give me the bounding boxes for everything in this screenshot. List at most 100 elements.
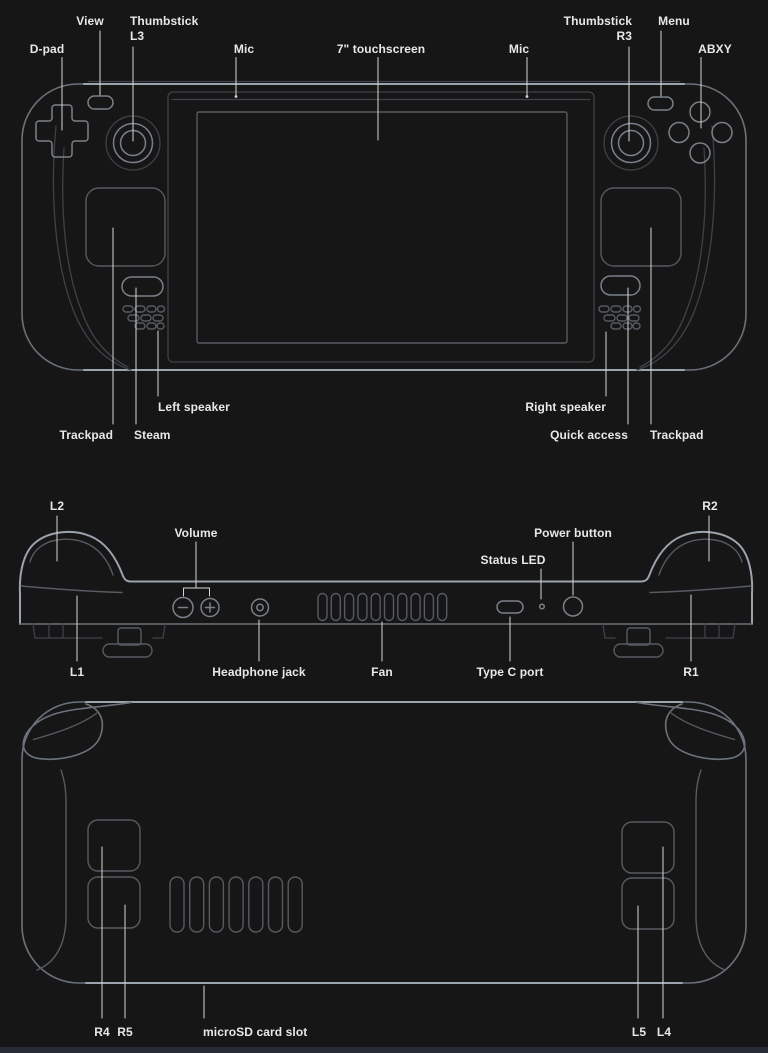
back-vents	[169, 876, 303, 933]
power-button-shape	[562, 596, 584, 617]
speaker-slot	[598, 305, 610, 313]
callout-label-r1: R1	[683, 665, 699, 679]
callout-label-l4: L4	[656, 1025, 672, 1039]
front-view-controls	[35, 95, 733, 330]
callout-label-power-button: Power button	[534, 526, 612, 540]
steam-button-shape	[121, 276, 164, 297]
stick-cap	[102, 643, 153, 658]
callout-label-l1: L1	[69, 665, 85, 679]
callout-label-r2: R2	[702, 499, 718, 513]
speaker-slot	[146, 322, 157, 330]
volume-down-button	[172, 596, 194, 619]
speaker-slot	[628, 314, 640, 322]
thumbstick-l3-line2: L3	[130, 29, 145, 43]
callout-label-status-led: Status LED	[480, 553, 546, 567]
callout-label-right-speaker: Right speaker	[525, 400, 606, 414]
speaker-slot	[610, 322, 622, 330]
callout-label-thumbstick-l3: Thumbstick L3	[130, 14, 198, 44]
thumbstick-l3-line1: Thumbstick	[130, 14, 199, 28]
callout-label-r5: R5	[117, 1025, 133, 1039]
x-button	[668, 121, 690, 144]
callout-label-touchscreen: 7" touchscreen	[336, 42, 426, 56]
fan-slot	[370, 592, 381, 622]
callout-label-steam: Steam	[134, 428, 171, 442]
callout-label-mic-left: Mic	[233, 42, 255, 56]
thumbstick-r3-line1: Thumbstick	[563, 14, 632, 28]
speaker-slot	[632, 305, 642, 313]
l1-bumper-line	[20, 585, 123, 594]
fan-slot	[317, 592, 328, 622]
vent-slot	[169, 876, 185, 933]
left-grip-silhouette	[32, 623, 166, 639]
quick-access-button-shape	[600, 275, 641, 296]
back-left-grip-outline	[22, 701, 132, 760]
right-thumbstick-cap	[617, 129, 645, 157]
fan-slot	[383, 592, 395, 622]
speaker-slot	[127, 314, 140, 322]
back-right-grip-outline	[636, 701, 746, 760]
back-right-panel-seam	[695, 769, 726, 971]
right-grip-steps	[602, 623, 736, 639]
mic-right-dot	[525, 95, 529, 98]
a-button	[689, 142, 711, 164]
headphone-jack-hole	[256, 603, 264, 612]
status-led-shape	[538, 603, 546, 610]
stick-cap	[613, 643, 664, 658]
speaker-slot	[610, 305, 622, 313]
left-thumbstick-silhouette	[102, 627, 153, 658]
right-grip-silhouette	[602, 623, 736, 639]
leader-volume-bracket	[183, 541, 210, 597]
speaker-slot	[156, 305, 166, 313]
right-thumbstick-ring	[610, 122, 652, 164]
footer-accent-bar	[0, 1047, 768, 1053]
speaker-slot	[146, 305, 157, 313]
mic-left-dot	[234, 95, 238, 98]
y-button	[689, 101, 711, 123]
speaker-slot	[134, 322, 146, 330]
plus-icon	[204, 602, 216, 613]
callout-label-microsd: microSD card slot	[203, 1025, 308, 1039]
fan-slot	[397, 592, 408, 622]
back-body-outline	[21, 701, 747, 984]
screen-glass-outline	[167, 91, 595, 363]
r4-button-shape	[87, 819, 141, 872]
callout-label-type-c: Type C port	[476, 665, 544, 679]
l2-trigger-inner-line	[29, 538, 114, 576]
volume-up-button	[200, 597, 220, 618]
callout-label-abxy: ABXY	[698, 42, 732, 56]
speaker-slot	[134, 305, 146, 313]
front-left-grip-curve-inner	[62, 147, 129, 368]
callout-label-mic-right: Mic	[508, 42, 530, 56]
callout-label-thumbstick-r3: Thumbstick R3	[564, 14, 632, 44]
callout-label-r4: R4	[94, 1025, 110, 1039]
r1-bumper-line	[649, 585, 752, 594]
abxy-buttons	[668, 101, 733, 164]
speaker-slot	[603, 314, 616, 322]
menu-button-shape	[647, 96, 674, 111]
speaker-slot	[152, 314, 164, 322]
headphone-jack-shape	[250, 598, 270, 617]
r2-trigger-inner-line	[658, 538, 743, 576]
callout-label-menu: Menu	[658, 14, 690, 28]
back-view-controls	[87, 819, 675, 933]
right-thumbstick-well	[603, 115, 659, 171]
l5-button-shape	[621, 877, 675, 930]
fan-slot	[357, 592, 368, 622]
vent-slot	[248, 876, 264, 933]
vent-slot	[228, 876, 244, 933]
touchscreen-outline	[196, 111, 568, 344]
callout-label-l2: L2	[49, 499, 65, 513]
speaker-slot	[122, 305, 134, 313]
callout-label-volume: Volume	[174, 526, 218, 540]
type-c-port-shape	[496, 600, 524, 614]
callout-label-trackpad-right: Trackpad	[650, 428, 704, 442]
fan-slot	[423, 592, 435, 622]
callout-label-trackpad-left: Trackpad	[59, 428, 113, 442]
stick-stem	[626, 627, 651, 646]
back-left-panel-seam	[36, 769, 67, 971]
fan-slot	[410, 592, 421, 622]
front-view-outline	[21, 80, 747, 371]
callout-label-fan: Fan	[371, 665, 393, 679]
